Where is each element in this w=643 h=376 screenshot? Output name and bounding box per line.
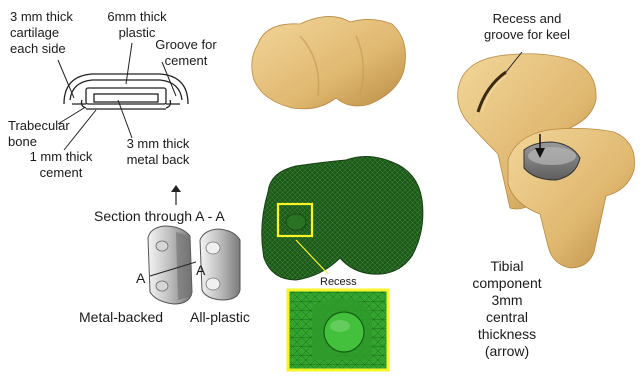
label-groove: Groove for cement bbox=[150, 37, 222, 69]
pointer-metal-back bbox=[118, 100, 132, 138]
label-cartilage: 3 mm thick cartilage each side bbox=[10, 9, 73, 57]
pointer-plastic bbox=[126, 43, 132, 84]
label-section-a-left: A bbox=[136, 270, 145, 287]
section-arrow bbox=[171, 185, 181, 205]
all-plastic-implant bbox=[200, 229, 240, 300]
tibia-bone-front bbox=[508, 128, 635, 268]
label-recess: Recess bbox=[320, 274, 357, 290]
label-section-a-right: A bbox=[196, 262, 205, 279]
femur-bone bbox=[252, 16, 406, 108]
recess-zoom-inset bbox=[288, 290, 388, 370]
label-metal-backed: Metal-backed bbox=[79, 309, 163, 326]
mesh-femur bbox=[262, 156, 423, 280]
label-all-plastic: All-plastic bbox=[190, 309, 250, 326]
label-cement: 1 mm thick cement bbox=[26, 149, 96, 181]
metal-back-layer bbox=[94, 94, 158, 102]
label-tibial-component: Tibial component 3mm central thickness (… bbox=[462, 258, 552, 360]
label-section: Section through A - A bbox=[94, 208, 225, 225]
label-trabecular: Trabecular bone bbox=[8, 118, 70, 150]
label-recess-keel: Recess and groove for keel bbox=[468, 11, 586, 43]
label-metal-back: 3 mm thick metal back bbox=[118, 136, 198, 168]
